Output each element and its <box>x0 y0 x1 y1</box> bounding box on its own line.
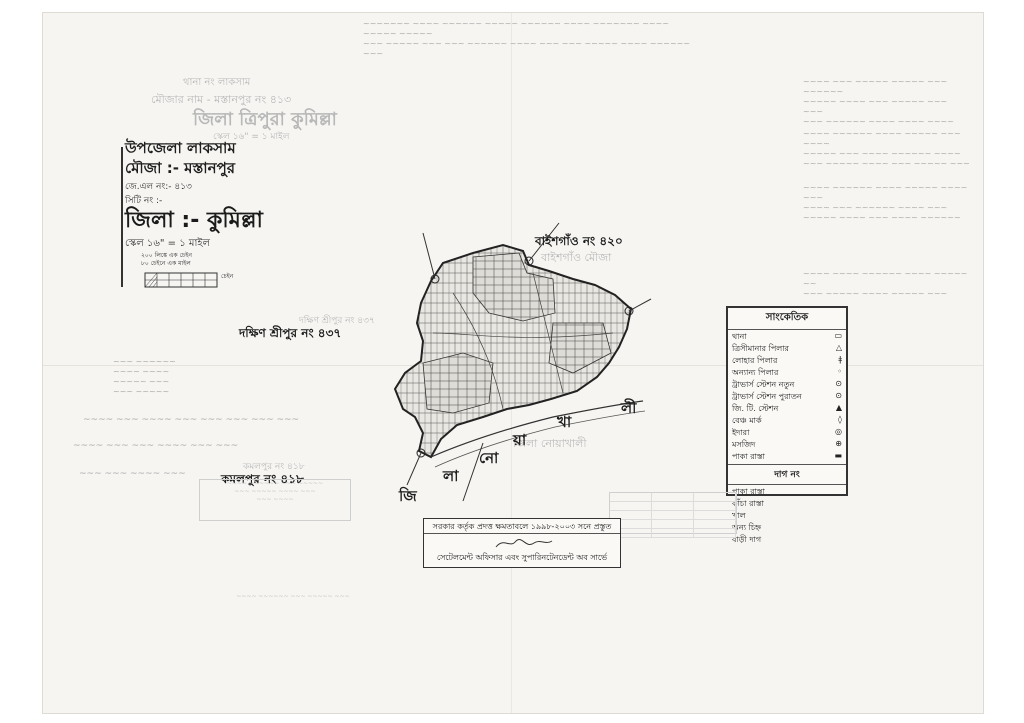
faint-stamp-bottom: ~~~~ ~~~~~~ ~~~ ~~~~~ ~~~ <box>236 593 350 600</box>
village-label-north-faint: বাইশগাঁও মৌজা <box>541 251 612 264</box>
legend-dag-row: পাকা রাস্তা <box>732 487 766 496</box>
pencil-dag-list-1: ~~~~ ~~~ ~~~~ ~~~ ~~~ ~~~ ~~~ ~~~ <box>83 415 300 425</box>
certificate-box: সরকার কর্তৃক প্রদত্ত ক্ষমতাবলে ১৯৯৮-২০০৩… <box>423 518 621 568</box>
legend-row: ট্রাভার্স স্টেশন নতুন⊙ <box>732 379 842 389</box>
faint-header-line4: স্কেল ১৬" = ১ মাইল <box>213 132 290 142</box>
legend-row: ত্রিসীমানার পিলার△ <box>732 343 842 353</box>
pencil-notes-right-1: ~~~~ ~~~ ~~~~~ ~~~~~ ~~~ ~~~~~~~~~~~ ~~~… <box>803 77 954 126</box>
legend-row: অন্যান্য পিলার◦ <box>732 367 842 377</box>
scale-label: স্কেল ১৬" = ১ মাইল <box>125 238 210 249</box>
scale-unit: চেইন <box>221 273 234 280</box>
header-rule <box>121 147 123 287</box>
faint-header-line2: মৌজার নাম - মস্তানপুর নং ৪১৩ <box>151 93 292 106</box>
legend-symbol-icon: ▲ <box>835 403 842 412</box>
village-label-west-faint: দক্ষিণ শ্রীপুর নং ৪৩৭ <box>299 316 375 326</box>
legend-dag-row: বাড়ী দাগ <box>732 535 762 544</box>
legend-row: বেঞ্চ মার্ক◊ <box>732 415 842 425</box>
jl-number: জে.এল নং:- ৪১৩ <box>125 182 192 192</box>
district-title: জিলা :- কুমিল্লা <box>125 208 263 233</box>
legend-row: মসজিদ⊕ <box>732 439 842 449</box>
village-label-south-faint: কমলপুর নং ৪১৮ <box>243 462 305 472</box>
pencil-dag-list-3: ~~~ ~~~ ~~~~ ~~~ <box>79 469 186 479</box>
village-label-north: বাইশগাঁও নং ৪২০ <box>535 234 623 248</box>
legend-symbol-icon: ◦ <box>837 367 842 376</box>
pencil-notes-right-4: ~~~~ ~~~~ ~~~~~~ ~~~~ ~~~~~ ~~~~~ ~~~~~ … <box>803 269 968 298</box>
legend-symbol-icon: △ <box>835 343 842 352</box>
faint-header-line3: জিলা ত্রিপুরা কুমিল্লা <box>193 109 337 130</box>
legend-symbol-icon: ⊙ <box>835 379 842 388</box>
district-letter-5: খা <box>557 413 572 431</box>
village-label-west: দক্ষিণ শ্রীপুর নং ৪৩৭ <box>239 326 342 340</box>
certificate-bottom-text: সেটেলমেন্ট অফিসার এবং সুপারিনটেনডেন্ট অব… <box>436 553 608 562</box>
district-border-label: জিলা নোয়াখালী <box>513 437 587 450</box>
certificate-top-text: সরকার কর্তৃক প্রদত্ত ক্ষমতাবলে ১৯৯৮-২০০৩… <box>424 519 620 534</box>
district-letter-2: লা <box>443 467 459 485</box>
district-letter-4: য়া <box>513 431 527 449</box>
sheet-number: সিটি নং :- <box>125 196 163 206</box>
mouza-title: মৌজা :- মস্তানপুর <box>125 159 235 177</box>
signature-icon <box>495 539 553 548</box>
district-letter-1: জি <box>399 487 417 505</box>
parcel-block-east <box>548 322 612 374</box>
scale-note2: ৮০ চেইনে এক মাইল <box>141 260 191 267</box>
legend-symbol-icon: ⊕ <box>835 439 842 448</box>
district-boundary-line <box>430 400 644 458</box>
faint-stamp-left: ~~~~ ~~~~~~ ~~~ ~~~~~~~~ ~~~~~ ~~~~ ~~~~… <box>199 479 351 521</box>
legend-title: সাংকেতিক <box>728 308 846 330</box>
legend-row: জি. টি. স্টেশন▲ <box>732 403 842 413</box>
legend-symbol-icon: ▬ <box>834 451 842 460</box>
faint-table <box>609 492 737 538</box>
legend-row: ইদারা◎ <box>732 427 842 437</box>
legend-dag-row: অন্য চিহ্ন <box>732 523 762 532</box>
legend-symbol-icon: ◊ <box>838 415 842 424</box>
legend-dag-row: কাঁচা রাস্তা <box>732 499 764 508</box>
legend-symbol-icon: ⊙ <box>835 391 842 400</box>
pencil-notes-right-2: ~~~~ ~~~~~~ ~~~~ ~~~~~ ~~~ ~~~~~~~~~ ~~~… <box>803 129 970 168</box>
legend-dag-row: খাল <box>732 511 746 520</box>
legend-symbol-icon: ◎ <box>835 427 842 436</box>
scale-note1: ২০০ লিঙ্কে এক চেইন <box>141 252 192 259</box>
legend-symbol-icon: ǂ <box>838 355 842 364</box>
top-notes: ~~~~~~~ ~~~~ ~~~~~~ ~~~~~ ~~~~~~ ~~~~ ~~… <box>363 19 691 58</box>
pencil-dag-list-2: ~~~~ ~~~ ~~~ ~~~~ ~~~ ~~~ <box>73 441 239 451</box>
map-sheet: ~~~~~~~ ~~~~ ~~~~~~ ~~~~~ ~~~~~~ ~~~~ ~~… <box>42 12 984 714</box>
upazila-title: উপজেলা লাকসাম <box>125 139 236 157</box>
legend-symbol-icon: ▭ <box>834 331 842 340</box>
mouza-map <box>393 222 652 502</box>
legend-row: ট্রাভার্স স্টেশন পুরাতন⊙ <box>732 391 842 401</box>
pencil-notes-left: ~~~ ~~~~~~~~~~ ~~~~~~~~~ ~~~~~~ ~~~~~ <box>113 357 176 396</box>
scale-bar <box>144 272 218 288</box>
legend-dag-title: দাগ নং <box>728 464 846 485</box>
parcel-block-south <box>422 352 494 414</box>
district-letter-6: লী <box>621 399 637 417</box>
legend-box: সাংকেতিক থানা▭ ত্রিসীমানার পিলার△ লোহার … <box>726 306 848 544</box>
legend-row: থানা▭ <box>732 331 842 341</box>
parcel-block-north <box>472 252 556 322</box>
legend-row: পাকা রাস্তা▬ <box>732 451 842 461</box>
district-letter-3: নো <box>479 449 499 467</box>
pencil-notes-right-3: ~~~~ ~~~~~~ ~~~~ ~~~~~ ~~~~ ~~~~~~~ ~~~ … <box>803 183 968 222</box>
faint-header-line1: থানা নং লাকসাম <box>183 77 251 88</box>
